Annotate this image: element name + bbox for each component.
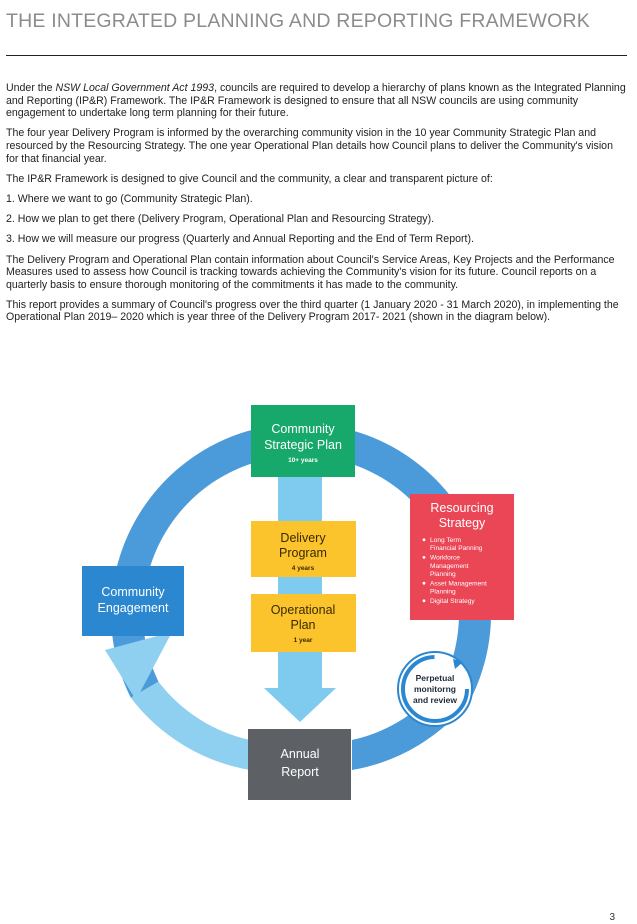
monitoring-circle (397, 651, 473, 727)
flow-arrow-shaft (278, 476, 322, 688)
csp-line2: Strategic Plan (264, 438, 342, 452)
operational-sub: 1 year (294, 637, 313, 644)
engagement-line2: Engagement (98, 601, 169, 615)
operational-line2: Plan (290, 618, 315, 632)
intro-p1-after: , councils are required to develop a hie… (6, 82, 626, 120)
monitoring-line1: Perpetual (416, 673, 455, 683)
flow-arrow-head (264, 688, 336, 722)
resourcing-bullet-text: Planning (430, 589, 456, 596)
annual-line2: Report (281, 765, 319, 779)
resourcing-line2: Strategy (439, 516, 486, 530)
list-item-2: 2. How we plan to get there (Delivery Pr… (6, 213, 435, 226)
intro-paragraph-3: The IP&R Framework is designed to give C… (6, 172, 493, 185)
resourcing-bullet-text: Financial Panning (430, 545, 483, 552)
engagement-box (82, 566, 184, 636)
monitoring-line3: and review (413, 695, 457, 705)
resourcing-bullet-text: Asset Management (430, 580, 487, 587)
page-number: 3 (609, 912, 615, 923)
annual-report-box (248, 729, 351, 800)
operational-line1: Operational (271, 603, 336, 617)
page-title: THE INTEGRATED PLANNING AND REPORTING FR… (6, 10, 590, 32)
csp-sub: 10+ years (288, 457, 318, 464)
monitoring-arrow-icon (453, 659, 463, 669)
monitoring-ring-inner (401, 655, 469, 723)
resourcing-bullet-text: Planning (430, 571, 456, 578)
list-item-1: 1. Where we want to go (Community Strate… (6, 192, 253, 205)
intro-paragraph-5: This report provides a summary of Counci… (6, 298, 619, 324)
cycle-ring-lower (130, 681, 250, 770)
resourcing-line1: Resourcing (430, 501, 493, 515)
delivery-line1: Delivery (280, 531, 326, 545)
bullet-dot (422, 599, 426, 603)
intro-paragraph-1: Under the NSW Local Government Act 1993,… (6, 82, 628, 120)
delivery-sub: 4 years (292, 565, 315, 572)
bullet-dot (422, 581, 426, 585)
cycle-arrowhead (105, 632, 172, 700)
intro-p1-before: Under the (6, 82, 56, 94)
resourcing-bullet-text: Management (430, 563, 469, 570)
annual-line1: Annual (281, 747, 320, 761)
resourcing-box (410, 494, 514, 620)
intro-paragraph-2: The four year Delivery Program is inform… (6, 127, 613, 165)
delivery-line2: Program (279, 546, 327, 560)
bullet-dot (422, 538, 426, 542)
intro-text: Under the NSW Local Government Act 1993,… (6, 82, 628, 332)
resourcing-bullet-text: Digital Strategy (430, 598, 475, 605)
engagement-line1: Community (101, 585, 165, 599)
title-divider (6, 55, 627, 56)
monitoring-line2: monitorng (414, 684, 456, 694)
bullet-dot (422, 556, 426, 559)
operational-box (251, 594, 356, 652)
resourcing-bullet-text: Workforce (430, 555, 460, 562)
list-item-3: 3. How we will measure our progress (Qua… (6, 233, 474, 246)
intro-paragraph-4: The Delivery Program and Operational Pla… (6, 253, 615, 291)
csp-line1: Community (271, 422, 335, 436)
csp-box (251, 405, 355, 477)
act-name: NSW Local Government Act 1993 (55, 82, 215, 94)
resourcing-bullet-text: Long Term (430, 537, 462, 544)
delivery-box (251, 521, 356, 577)
